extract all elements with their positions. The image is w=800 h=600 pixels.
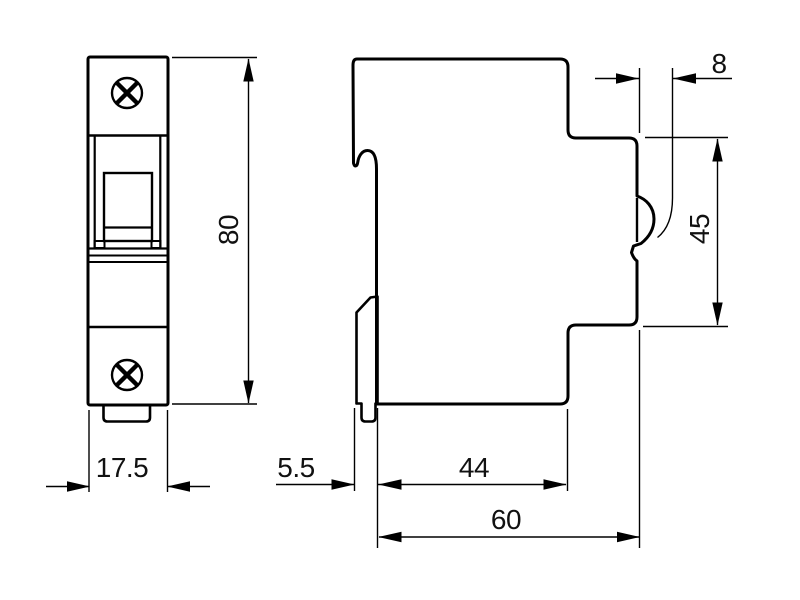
front-body-outline xyxy=(86,55,170,407)
arrow-right-icon xyxy=(617,531,640,543)
dim-front-height-label: 80 xyxy=(213,215,244,245)
bottom-tab xyxy=(102,403,152,423)
dim-rail-height: 45 xyxy=(643,136,728,328)
toggle-lever xyxy=(102,171,154,243)
arrow-up-icon xyxy=(712,138,723,162)
arrow-left-icon xyxy=(673,73,696,84)
front-flap xyxy=(355,295,379,423)
dim-handle-protrusion: 5.5 xyxy=(276,408,356,491)
dim-body-depth: 44 xyxy=(378,409,569,491)
dim-total-depth-label: 60 xyxy=(491,504,521,535)
dim-total-depth: 60 xyxy=(376,330,641,548)
screw-head-top-icon xyxy=(110,76,144,110)
dim-body-depth-label: 44 xyxy=(459,452,489,483)
arrow-right-icon xyxy=(331,479,355,490)
dim-rear-step: 8 xyxy=(595,48,732,239)
arrow-left-icon xyxy=(167,481,190,492)
front-view xyxy=(86,55,170,423)
dim-front-height: 80 xyxy=(172,56,257,405)
arrow-right-icon xyxy=(543,479,567,490)
arrow-down-icon xyxy=(712,302,723,326)
arrow-left-icon xyxy=(378,479,402,490)
arrow-right-icon xyxy=(616,73,639,84)
dim-rail-height-label: 45 xyxy=(684,214,715,244)
arrow-down-icon xyxy=(243,380,254,404)
side-view xyxy=(351,57,656,423)
dim-handle-protrusion-label: 5.5 xyxy=(277,452,314,483)
dim-front-width-label: 17.5 xyxy=(96,452,149,483)
arrow-up-icon xyxy=(243,58,254,82)
dim-rear-step-label: 8 xyxy=(711,48,726,79)
dim-front-width: 17.5 xyxy=(46,410,210,492)
arrow-left-icon xyxy=(378,531,402,543)
side-profile xyxy=(351,57,656,406)
curved-extension-line xyxy=(657,68,674,239)
arrow-right-icon xyxy=(67,481,90,492)
screw-head-bottom-icon xyxy=(110,358,144,392)
